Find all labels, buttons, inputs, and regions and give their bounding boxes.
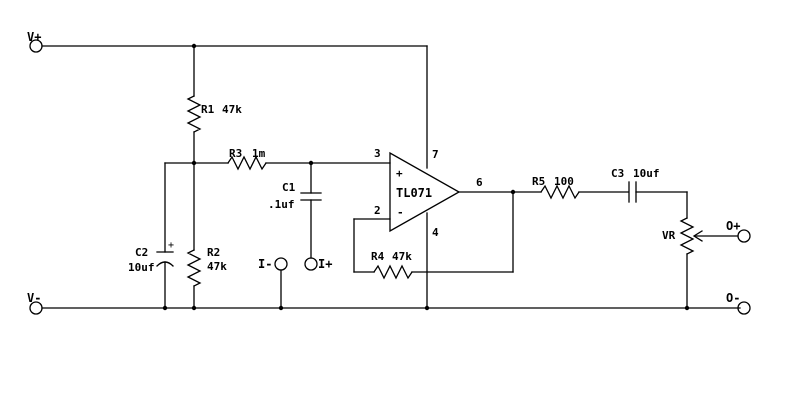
c2-polarity: + bbox=[168, 240, 174, 251]
opamp-minus-sign: - bbox=[397, 206, 404, 219]
r3-value: 1m bbox=[252, 147, 266, 160]
terminal-o-minus-label: O- bbox=[726, 291, 740, 305]
c3-name: C3 bbox=[611, 167, 624, 180]
opamp-pin-4: 4 bbox=[432, 226, 439, 239]
c1-name: C1 bbox=[282, 181, 296, 194]
r1-value: 47k bbox=[222, 103, 242, 116]
potentiometer-vr: VR bbox=[662, 191, 739, 309]
terminal-i-minus[interactable]: I- bbox=[258, 257, 288, 309]
terminal-v-plus[interactable]: V+ bbox=[27, 30, 43, 53]
terminal-v-plus-label: V+ bbox=[27, 30, 41, 44]
capacitor-c1: C1 .1uf bbox=[268, 162, 322, 259]
r4-value: 47k bbox=[392, 250, 412, 263]
capacitor-c2: + C2 10uf bbox=[128, 240, 174, 309]
r5-value: 100 bbox=[554, 175, 574, 188]
v-plus-rail bbox=[41, 45, 428, 169]
c3-value: 10uf bbox=[633, 167, 660, 180]
opamp-pin-7: 7 bbox=[432, 148, 439, 161]
bias-node-wiring bbox=[164, 162, 229, 253]
opamp-pin-6: 6 bbox=[476, 176, 483, 189]
capacitor-c3: C3 10uf bbox=[611, 167, 688, 203]
c1-value: .1uf bbox=[268, 198, 295, 211]
vr-name: VR bbox=[662, 229, 676, 242]
c2-value: 10uf bbox=[128, 261, 155, 274]
opamp-pin-3: 3 bbox=[374, 147, 381, 160]
r2-value: 47k bbox=[207, 260, 227, 273]
resistor-r5: R5 100 bbox=[458, 175, 629, 200]
r2-name: R2 bbox=[207, 246, 220, 259]
terminal-o-plus[interactable]: O+ bbox=[726, 219, 751, 243]
terminal-i-minus-label: I- bbox=[258, 257, 272, 271]
terminal-o-minus[interactable]: O- bbox=[726, 291, 751, 315]
resistor-r1: R1 47k bbox=[186, 45, 242, 164]
r5-name: R5 bbox=[532, 175, 545, 188]
terminal-v-minus-label: V- bbox=[27, 291, 41, 305]
opamp-pin-2: 2 bbox=[374, 204, 381, 217]
opamp-tl071: TL071 + - 3 2 7 4 6 bbox=[374, 147, 483, 309]
terminal-v-minus[interactable]: V- bbox=[27, 291, 43, 315]
r3-name: R3 bbox=[229, 147, 242, 160]
resistor-r2: R2 47k bbox=[186, 246, 227, 309]
terminal-i-plus[interactable]: I+ bbox=[304, 257, 332, 271]
terminal-o-plus-label: O+ bbox=[726, 219, 740, 233]
resistor-r3: R3 1m bbox=[227, 147, 391, 171]
junction-dots bbox=[162, 43, 690, 311]
c2-name: C2 bbox=[135, 246, 148, 259]
opamp-name: TL071 bbox=[396, 186, 432, 200]
resistor-r4: R4 47k bbox=[353, 191, 514, 280]
opamp-plus-sign: + bbox=[396, 167, 403, 180]
terminal-i-plus-label: I+ bbox=[318, 257, 332, 271]
r1-name: R1 bbox=[201, 103, 215, 116]
r4-name: R4 bbox=[371, 250, 385, 263]
